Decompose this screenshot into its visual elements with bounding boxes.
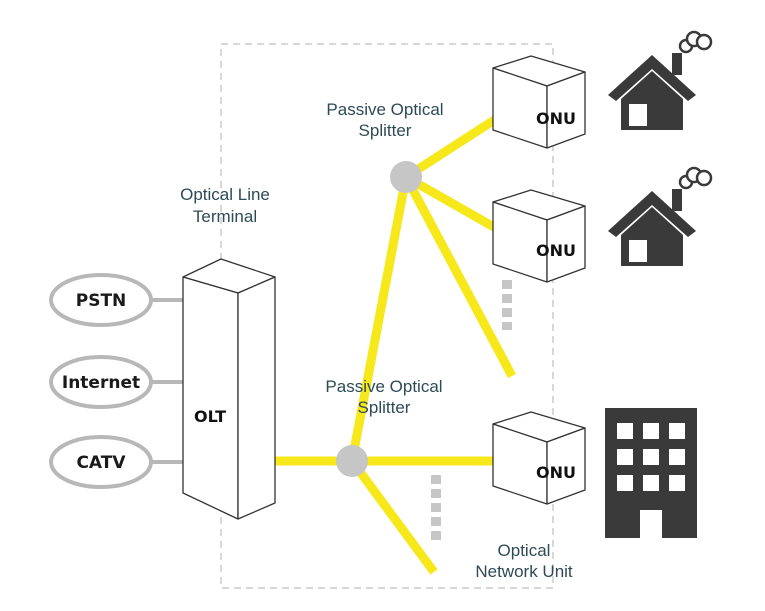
fiber-lines bbox=[258, 102, 519, 575]
fiber-splitter-branch bbox=[402, 174, 516, 379]
splitter-mid-label-line2: Splitter bbox=[358, 398, 411, 417]
service-connectors bbox=[152, 298, 183, 464]
splitter-top-label-line1: Passive Optical bbox=[326, 100, 443, 119]
service-internet: Internet bbox=[49, 355, 153, 409]
onu-box-3: ONU bbox=[492, 411, 586, 505]
fiber-splitter-to-splitter bbox=[347, 176, 411, 462]
onu-1-label: ONU bbox=[536, 109, 576, 128]
onu-label-line1: Optical bbox=[498, 541, 551, 560]
olt-tower: OLT bbox=[182, 258, 276, 520]
office-building-icon bbox=[605, 408, 697, 538]
service-internet-label: Internet bbox=[62, 373, 140, 393]
olt-label-line1: Optical Line bbox=[180, 185, 270, 204]
service-pstn-label: PSTN bbox=[76, 291, 127, 311]
fiber-splitter-down bbox=[348, 458, 438, 575]
service-catv-label: CATV bbox=[76, 453, 126, 473]
house-icon bbox=[608, 166, 713, 266]
olt-box-label: OLT bbox=[194, 407, 226, 426]
splitter-mid-label-line1: Passive Optical bbox=[325, 377, 442, 396]
splitter-top-label-line2: Splitter bbox=[359, 121, 412, 140]
onu-3-label: ONU bbox=[536, 463, 576, 482]
splitter-node-mid bbox=[336, 445, 368, 477]
onu-label-line2: Network Unit bbox=[475, 562, 573, 581]
olt-label-line2: Terminal bbox=[193, 207, 257, 226]
onu-box-1: ONU bbox=[492, 55, 586, 149]
house-icon bbox=[608, 30, 713, 130]
service-catv: CATV bbox=[49, 435, 153, 489]
service-pstn: PSTN bbox=[49, 273, 153, 327]
onu-box-2: ONU bbox=[492, 189, 586, 283]
onu-2-label: ONU bbox=[536, 241, 576, 260]
splitter-node-top bbox=[390, 161, 422, 193]
